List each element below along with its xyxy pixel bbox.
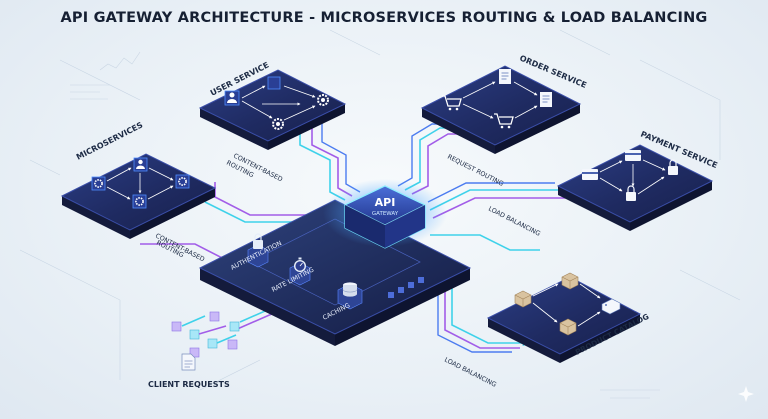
microservices-platform[interactable] xyxy=(60,153,217,239)
payment-service-nodes xyxy=(582,150,678,201)
load-balancing-label-1: LOAD BALANCING xyxy=(487,205,542,238)
document-icon xyxy=(540,92,552,107)
platform-indicators xyxy=(388,277,424,298)
load-balancing-label-2: LOAD BALANCING xyxy=(443,356,498,389)
product-catalog-nodes xyxy=(514,272,621,336)
caching-feature[interactable] xyxy=(337,282,363,310)
payment-service-platform[interactable] xyxy=(556,144,714,231)
rate-limiting-feature[interactable] xyxy=(289,257,311,286)
api-gateway-node[interactable]: API GATEWAY xyxy=(323,179,447,249)
gear-icon xyxy=(94,179,103,188)
user-service-platform[interactable] xyxy=(198,69,347,150)
user-icon xyxy=(136,159,145,169)
box-icon xyxy=(559,318,577,336)
gear-icon xyxy=(178,177,187,186)
lock-icon xyxy=(626,185,636,201)
user-service-nodes xyxy=(224,76,329,130)
box-icon xyxy=(514,290,532,308)
microservices-nodes xyxy=(91,157,190,209)
credit-card-icon xyxy=(582,169,598,180)
client-requests-label: CLIENT REQUESTS xyxy=(148,380,230,389)
stopwatch-icon xyxy=(294,257,306,272)
gateway-label-gateway: GATEWAY xyxy=(372,211,399,217)
gear-icon xyxy=(135,197,144,206)
background-circuit-lines xyxy=(19,29,741,399)
box-icon xyxy=(561,272,579,290)
price-tag-icon xyxy=(601,298,621,315)
product-catalog-platform[interactable] xyxy=(486,272,642,363)
user-icon xyxy=(227,92,237,103)
gateway-label-api: API xyxy=(375,196,396,209)
cart-icon xyxy=(494,113,514,129)
document-icon xyxy=(181,353,196,371)
database-icon xyxy=(342,282,358,297)
lock-icon xyxy=(253,233,263,249)
lock-icon xyxy=(668,159,678,175)
gear-icon xyxy=(317,94,329,106)
authentication-feature[interactable] xyxy=(247,233,269,268)
cart-icon xyxy=(442,95,462,111)
order-service-platform[interactable] xyxy=(420,65,582,154)
sparkle-icon xyxy=(738,386,754,402)
gear-icon xyxy=(272,118,284,130)
document-icon xyxy=(499,69,511,84)
credit-card-icon xyxy=(625,150,641,161)
order-service-nodes xyxy=(442,69,552,129)
microservices-label: MICROSERVICES xyxy=(75,120,145,161)
gateway-platform xyxy=(198,199,472,346)
diagram-title: API GATEWAY ARCHITECTURE - MICROSERVICES… xyxy=(60,10,708,26)
client-requests-cluster[interactable] xyxy=(171,311,240,371)
client-node-cubes xyxy=(171,311,240,358)
